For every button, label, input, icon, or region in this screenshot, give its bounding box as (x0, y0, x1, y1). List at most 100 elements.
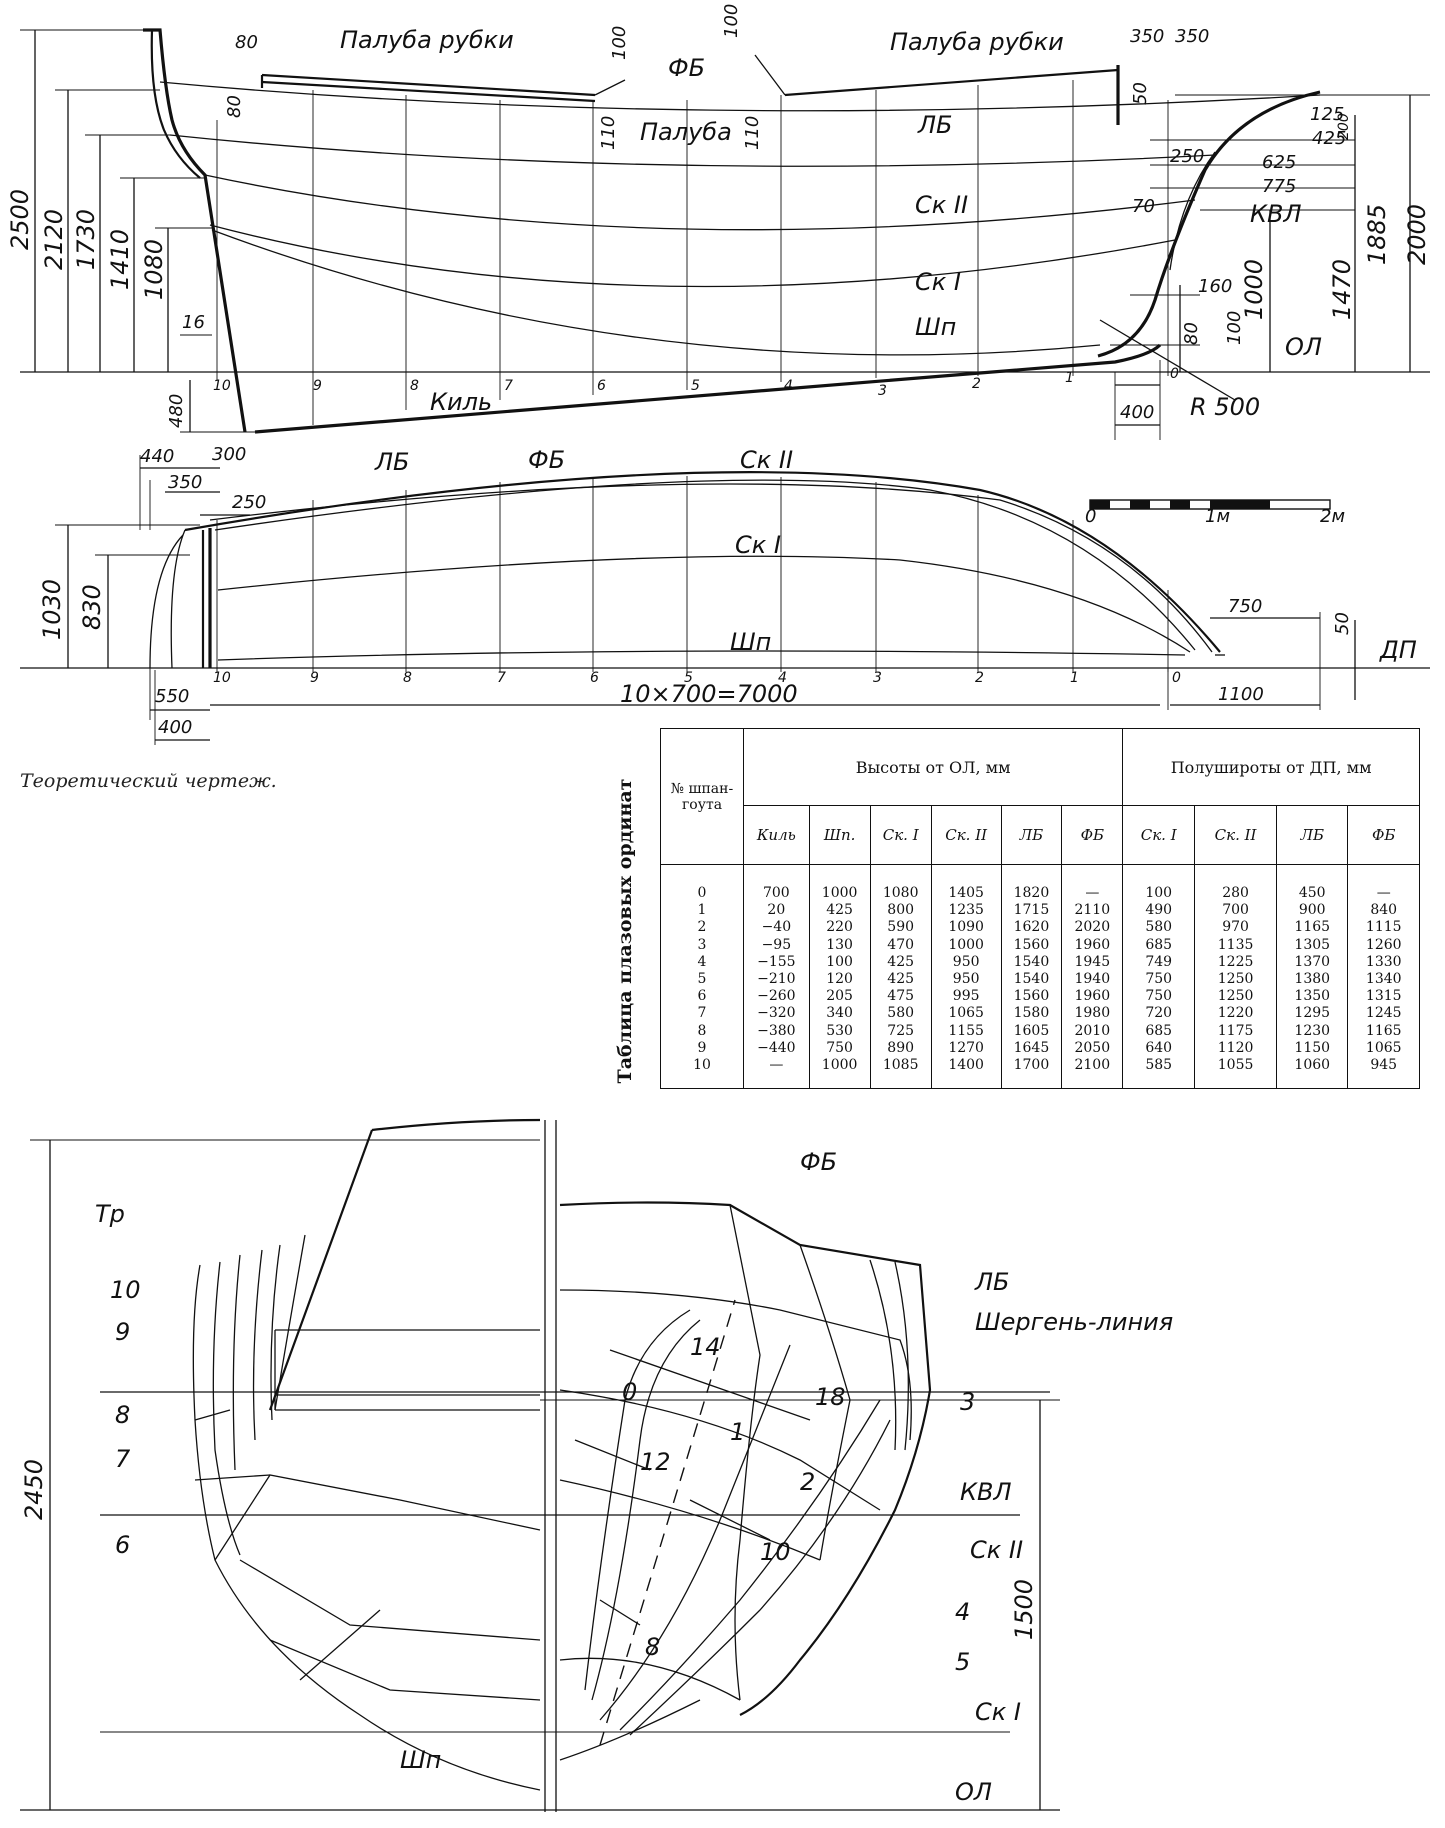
table-cell: 1940 (1061, 971, 1124, 989)
table-cell: 749 (1122, 953, 1196, 972)
plan-dim-50: 50 (1332, 612, 1353, 635)
table-cell: 1945 (1061, 953, 1124, 972)
dim-425: 425 (1312, 128, 1346, 149)
dim-625: 625 (1262, 152, 1296, 173)
table-cell: 1120 (1194, 1039, 1277, 1058)
plan-sk2-label: Ск II (740, 446, 793, 474)
station-8: 8 (410, 378, 419, 394)
table-cell: 685 (1122, 936, 1196, 954)
profile-labels: Палуба рубки Палуба рубки ФБ Палуба ЛБ С… (6, 4, 1431, 428)
table-cell: 580 (869, 1005, 932, 1023)
radius-label: R 500 (1190, 393, 1260, 421)
plan-station-1: 1 (1070, 670, 1079, 686)
col-header: Ск. II (1194, 805, 1277, 865)
h-1470: 1470 (1328, 259, 1356, 320)
lb-label: ЛБ (917, 111, 953, 139)
col-header: Ск. I (1122, 805, 1196, 865)
bp-plank-12: 12 (640, 1448, 671, 1476)
plan-dim-750: 750 (1228, 596, 1262, 617)
table-cell: 1295 (1275, 1005, 1349, 1023)
table-cell: 20 (743, 902, 810, 920)
bp-lb-label: ЛБ (974, 1268, 1010, 1296)
bp-inner-2: 2 (800, 1468, 815, 1496)
table-cell: 7 (660, 1005, 744, 1023)
table-cell: 1235 (930, 902, 1002, 920)
table-cell: 8 (660, 1022, 744, 1040)
bp-plank-8: 8 (645, 1633, 660, 1661)
table-cell: 490 (1122, 902, 1196, 920)
col-header: Киль (743, 805, 810, 865)
col-header: Шп. (808, 805, 871, 865)
table-cell: 750 (1122, 971, 1196, 989)
table-cell: 1250 (1194, 988, 1277, 1006)
table-cell: 640 (1122, 1039, 1196, 1058)
plan-spacing: 10×700=7000 (620, 680, 798, 708)
bp-frame-8: 8 (115, 1401, 130, 1429)
scale-1m: 1м (1205, 506, 1230, 527)
table-cell: 1165 (1347, 1022, 1420, 1040)
bp-h-1500: 1500 (1010, 1579, 1038, 1640)
ol-label: ОЛ (1285, 333, 1322, 361)
table-cell: 1980 (1061, 1005, 1124, 1023)
table-cell: 700 (1194, 902, 1277, 920)
h-1410: 1410 (106, 229, 134, 290)
offsets-table: № шпан-гоута Высоты от ОЛ, мм Полушироты… (660, 728, 1420, 1090)
table-cell: 1060 (1275, 1057, 1349, 1090)
table-cell: 1225 (1194, 953, 1277, 972)
dim-80b: 80 (224, 95, 245, 118)
table-cell: 100 (1122, 864, 1196, 903)
plan-lb-label: ЛБ (374, 448, 410, 476)
table-cell: 6 (660, 988, 744, 1006)
table-cell: 1080 (869, 864, 932, 903)
h-2500: 2500 (6, 189, 34, 250)
table-cell: 425 (869, 971, 932, 989)
dim-400: 400 (1120, 402, 1154, 423)
dim-350a: 350 (1130, 26, 1164, 47)
table-cell: 1580 (1000, 1005, 1063, 1023)
station-1: 1 (1065, 370, 1074, 386)
table-cell: 1340 (1347, 971, 1420, 989)
table-cell: 1150 (1275, 1039, 1349, 1058)
table-cell: 1090 (930, 919, 1002, 937)
plan-dim-400: 400 (158, 717, 192, 738)
table-cell: 1250 (1194, 971, 1277, 989)
plan-station-5: 5 (684, 670, 693, 686)
group-heights-header: Высоты от ОЛ, мм (742, 728, 1124, 806)
table-cell: 1155 (930, 1022, 1002, 1040)
table-cell: 10 (660, 1057, 744, 1090)
station-0: 0 (1170, 366, 1179, 382)
plan-dim-300: 300 (212, 444, 246, 465)
table-cell: 1645 (1000, 1039, 1063, 1058)
col-frame-header: № шпан-гоута (660, 728, 744, 865)
table-cell: 950 (930, 953, 1002, 972)
table-cell: 1245 (1347, 1005, 1420, 1023)
table-cell: 0 (660, 864, 744, 903)
table-cell: −320 (743, 1005, 810, 1023)
plan-dim-1100: 1100 (1218, 684, 1264, 705)
plan-h-1030: 1030 (38, 579, 66, 640)
table-cell: 700 (743, 864, 810, 903)
table-cell: 1065 (1347, 1039, 1420, 1058)
table-cell: 1000 (930, 936, 1002, 954)
col-header: ФБ (1061, 805, 1124, 865)
dim-250: 250 (1170, 146, 1204, 167)
station-3: 3 (878, 383, 887, 399)
table-cell: 1305 (1275, 936, 1349, 954)
plan-station-3: 3 (873, 670, 882, 686)
table-cell: −40 (743, 919, 810, 937)
plan-sk1-label: Ск I (735, 531, 781, 559)
profile-station-numbers: 10 9 8 7 6 5 4 3 2 1 0 (213, 366, 1179, 399)
table-cell: 2020 (1061, 919, 1124, 937)
dim-125: 125 (1310, 104, 1344, 125)
plan-station-0: 0 (1172, 670, 1181, 686)
dim-775: 775 (1262, 176, 1296, 197)
table-cell: 970 (1194, 919, 1277, 937)
deck-house-label-right: Палуба рубки (890, 28, 1064, 56)
table-cell: 1175 (1194, 1022, 1277, 1040)
table-cell: 1220 (1194, 1005, 1277, 1023)
deck-label: Палуба (640, 118, 732, 146)
bp-h-2450: 2450 (20, 1459, 48, 1520)
h-1080: 1080 (140, 239, 168, 300)
table-cell: 1165 (1275, 919, 1349, 937)
